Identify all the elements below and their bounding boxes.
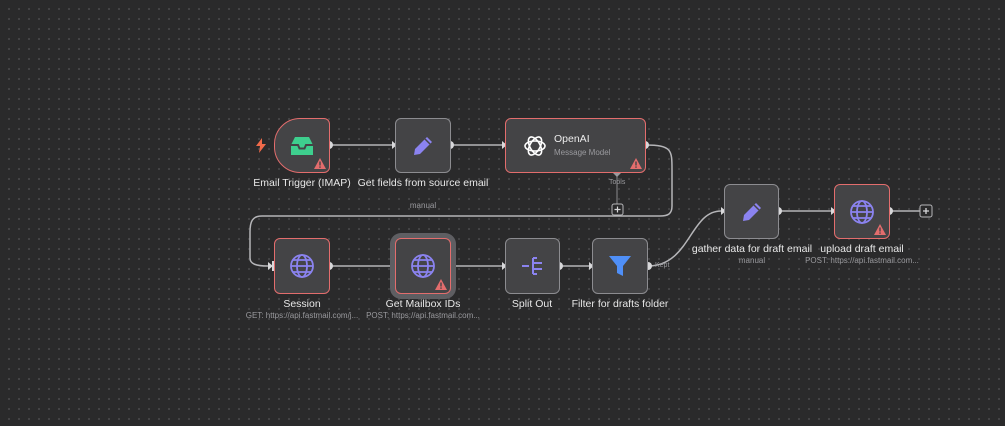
node-session[interactable] <box>274 238 330 294</box>
connection-openai-session <box>249 144 673 267</box>
node-label: Email Trigger (IMAP) <box>253 177 351 189</box>
openai-logo-icon <box>524 136 546 156</box>
node-subtitle: Message Model <box>554 148 611 157</box>
node-filter-drafts[interactable] <box>592 238 648 294</box>
inbox-icon <box>291 136 313 155</box>
node-get-fields[interactable] <box>395 118 451 173</box>
connection-filter-gather <box>647 210 722 267</box>
pencil-icon <box>414 136 432 155</box>
node-label: Get fields from source email <box>357 177 489 189</box>
warning-icon <box>874 224 886 235</box>
node-subtitle: manual <box>409 201 437 210</box>
node-label: Session <box>283 298 321 310</box>
tools-port-label: Tools <box>609 179 626 186</box>
node-get-mailbox-ids[interactable] <box>395 238 451 294</box>
trigger-bolt-icon <box>256 138 266 153</box>
node-email-trigger[interactable] <box>274 118 330 173</box>
add-node-button[interactable] <box>919 204 933 218</box>
node-label: Split Out <box>511 298 553 310</box>
add-tool-button[interactable] <box>611 203 624 216</box>
node-split-out[interactable] <box>505 238 560 294</box>
node-upload-draft[interactable] <box>834 184 890 239</box>
node-gather-data[interactable] <box>724 184 779 239</box>
filter-icon <box>609 256 631 276</box>
warning-icon <box>630 158 642 169</box>
kept-output-label: Kept <box>655 262 670 269</box>
node-subtitle: POST: https://api.fastmail.com... <box>366 311 480 320</box>
globe-icon <box>290 254 314 278</box>
node-label: Get Mailbox IDs <box>385 298 461 310</box>
node-label: Filter for drafts folder <box>571 298 669 310</box>
pencil-icon <box>742 202 761 221</box>
node-openai[interactable]: OpenAI Message Model <box>505 118 646 173</box>
node-label: upload draft email <box>820 243 904 255</box>
node-subtitle: POST: https://api.fastmail.com... <box>805 256 919 265</box>
node-subtitle: manual <box>738 256 766 265</box>
node-label: gather data for draft email <box>691 243 813 255</box>
node-title: OpenAI <box>554 133 590 145</box>
split-icon <box>521 257 542 275</box>
warning-icon <box>435 279 447 290</box>
globe-icon <box>850 199 874 224</box>
warning-icon <box>314 158 326 169</box>
globe-icon <box>411 254 435 278</box>
node-subtitle: GET: https://api.fastmail.com/j... <box>245 311 359 320</box>
